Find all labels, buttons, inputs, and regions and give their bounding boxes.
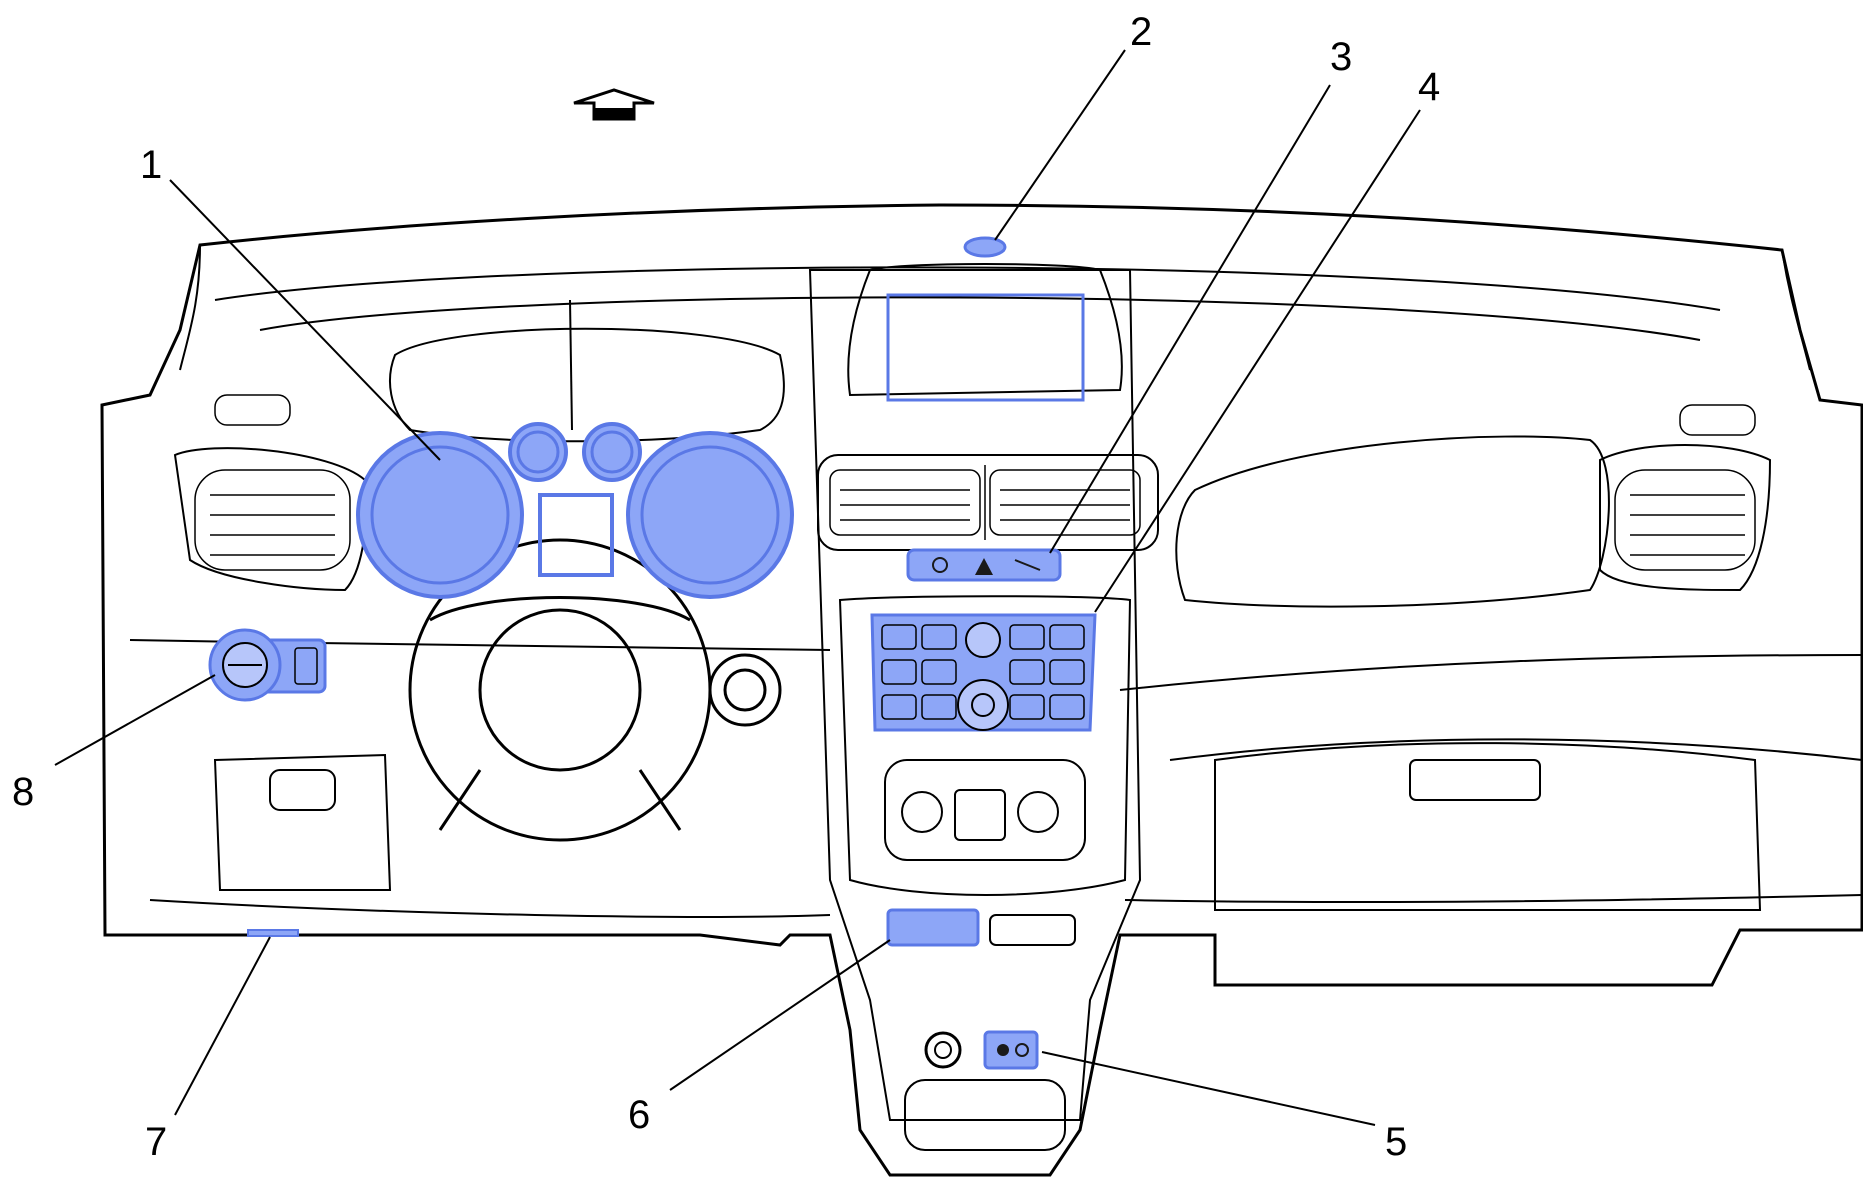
callout-4: 4 bbox=[1418, 65, 1440, 109]
headlamp-switch bbox=[208, 628, 327, 702]
display-screen bbox=[886, 293, 1085, 402]
callout-2: 2 bbox=[1130, 10, 1152, 54]
callout-1: 1 bbox=[140, 143, 162, 187]
console-switch-module bbox=[886, 908, 980, 947]
dashboard-body bbox=[100, 203, 1863, 1177]
leader-5 bbox=[1041, 1051, 1376, 1126]
callout-7: 7 bbox=[145, 1120, 167, 1164]
steering-wheel bbox=[408, 538, 782, 842]
callout-6: 6 bbox=[628, 1093, 650, 1137]
callout-3: 3 bbox=[1330, 35, 1352, 79]
callout-5: 5 bbox=[1385, 1120, 1407, 1164]
dashboard-outline bbox=[100, 203, 1863, 1177]
auxiliary-socket bbox=[924, 1030, 1039, 1070]
callout-8: 8 bbox=[12, 770, 34, 814]
instrument-cluster bbox=[356, 422, 794, 599]
forward-arrow-icon bbox=[573, 88, 655, 121]
sunlight-sensor bbox=[963, 236, 1007, 258]
leader-1 bbox=[169, 179, 441, 461]
leader-7 bbox=[174, 936, 271, 1116]
leader-2 bbox=[994, 49, 1126, 241]
leader-lines bbox=[54, 49, 1421, 1126]
climate-controls bbox=[901, 789, 1059, 841]
leader-4 bbox=[1094, 109, 1421, 613]
leader-6 bbox=[669, 939, 891, 1091]
callout-labels: 1 2 3 4 5 6 7 8 bbox=[12, 10, 1440, 1164]
leader-8 bbox=[54, 674, 216, 766]
leader-3 bbox=[1049, 84, 1331, 554]
air-vents bbox=[194, 394, 1756, 571]
hazard-switch-panel bbox=[906, 548, 1062, 582]
radio-control-panel bbox=[870, 613, 1097, 732]
lower-light-switch bbox=[247, 929, 299, 937]
dashboard-linework bbox=[129, 244, 1863, 1151]
